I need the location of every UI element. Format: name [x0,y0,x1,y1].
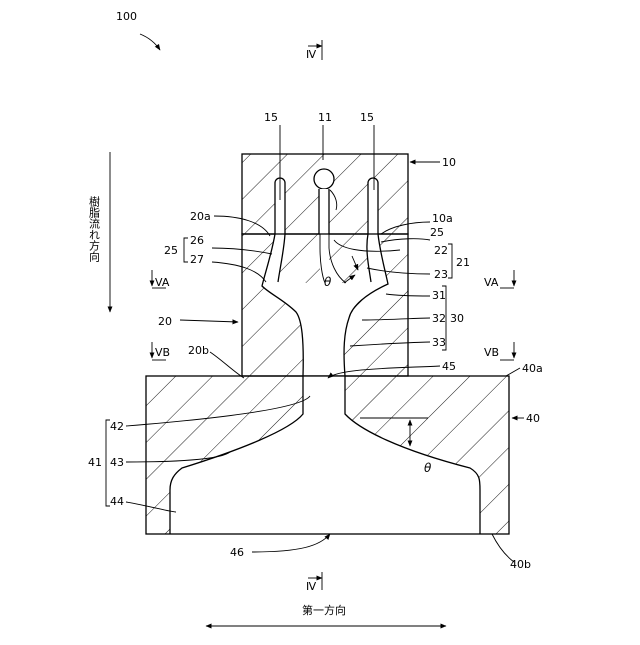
ref-41: 41 [88,456,102,469]
ref-32: 32 [432,312,446,325]
ref-15-right: 15 [360,111,374,124]
ref-10: 10 [442,156,456,169]
svg-text:VA: VA [155,276,170,289]
ref-10a: 10a [432,212,453,225]
ref-42: 42 [110,420,124,433]
ref-30: 30 [450,312,464,325]
ref-27: 27 [190,253,204,266]
bracket-21 [448,244,452,278]
section-marker-vb-right: VB [484,342,514,360]
ref-23: 23 [434,268,448,281]
ref-33: 33 [432,336,446,349]
ref-25-left: 25 [164,244,178,257]
ref-40: 40 [526,412,540,425]
theta-bottom: θ [424,461,432,475]
svg-text:VB: VB [484,346,499,359]
flow-direction-label: 樹脂流れ方向 [88,196,101,262]
ref-11: 11 [318,111,332,124]
block-20 [242,234,408,376]
ref-26: 26 [190,234,204,247]
ref-20b: 20b [188,344,209,357]
first-direction-indicator: 第一方向 [206,603,446,626]
theta-top: θ [324,275,332,289]
svg-text:Ⅳ: Ⅳ [306,580,317,593]
section-marker-iv-bottom: Ⅳ [306,572,322,593]
ref-44: 44 [110,495,124,508]
ref-40b: 40b [510,558,531,571]
section-marker-vb-left: VB [152,342,170,360]
section-marker-iv-top: Ⅳ [306,40,322,61]
ref-22: 22 [434,244,448,257]
ref-40a: 40a [522,362,543,375]
ref-45: 45 [442,360,456,373]
first-direction-label: 第一方向 [302,603,346,617]
svg-text:VA: VA [484,276,499,289]
block-10 [242,154,408,234]
ref-21: 21 [456,256,470,269]
svg-text:VB: VB [155,346,170,359]
ref-20a: 20a [190,210,211,223]
ref-15-left: 15 [264,111,278,124]
section-marker-va-right: VA [484,270,514,289]
section-marker-va-left: VA [152,270,170,289]
ref-31: 31 [432,289,446,302]
ref-43: 43 [110,456,124,469]
ref-20: 20 [158,315,172,328]
ref-100: 100 [116,10,137,23]
ref-25-right: 25 [430,226,444,239]
svg-text:Ⅳ: Ⅳ [306,48,317,61]
bracket-25 [184,238,188,262]
flow-direction-indicator: 樹脂流れ方向 [88,152,111,312]
block-40 [146,376,509,534]
ref-46: 46 [230,546,244,559]
